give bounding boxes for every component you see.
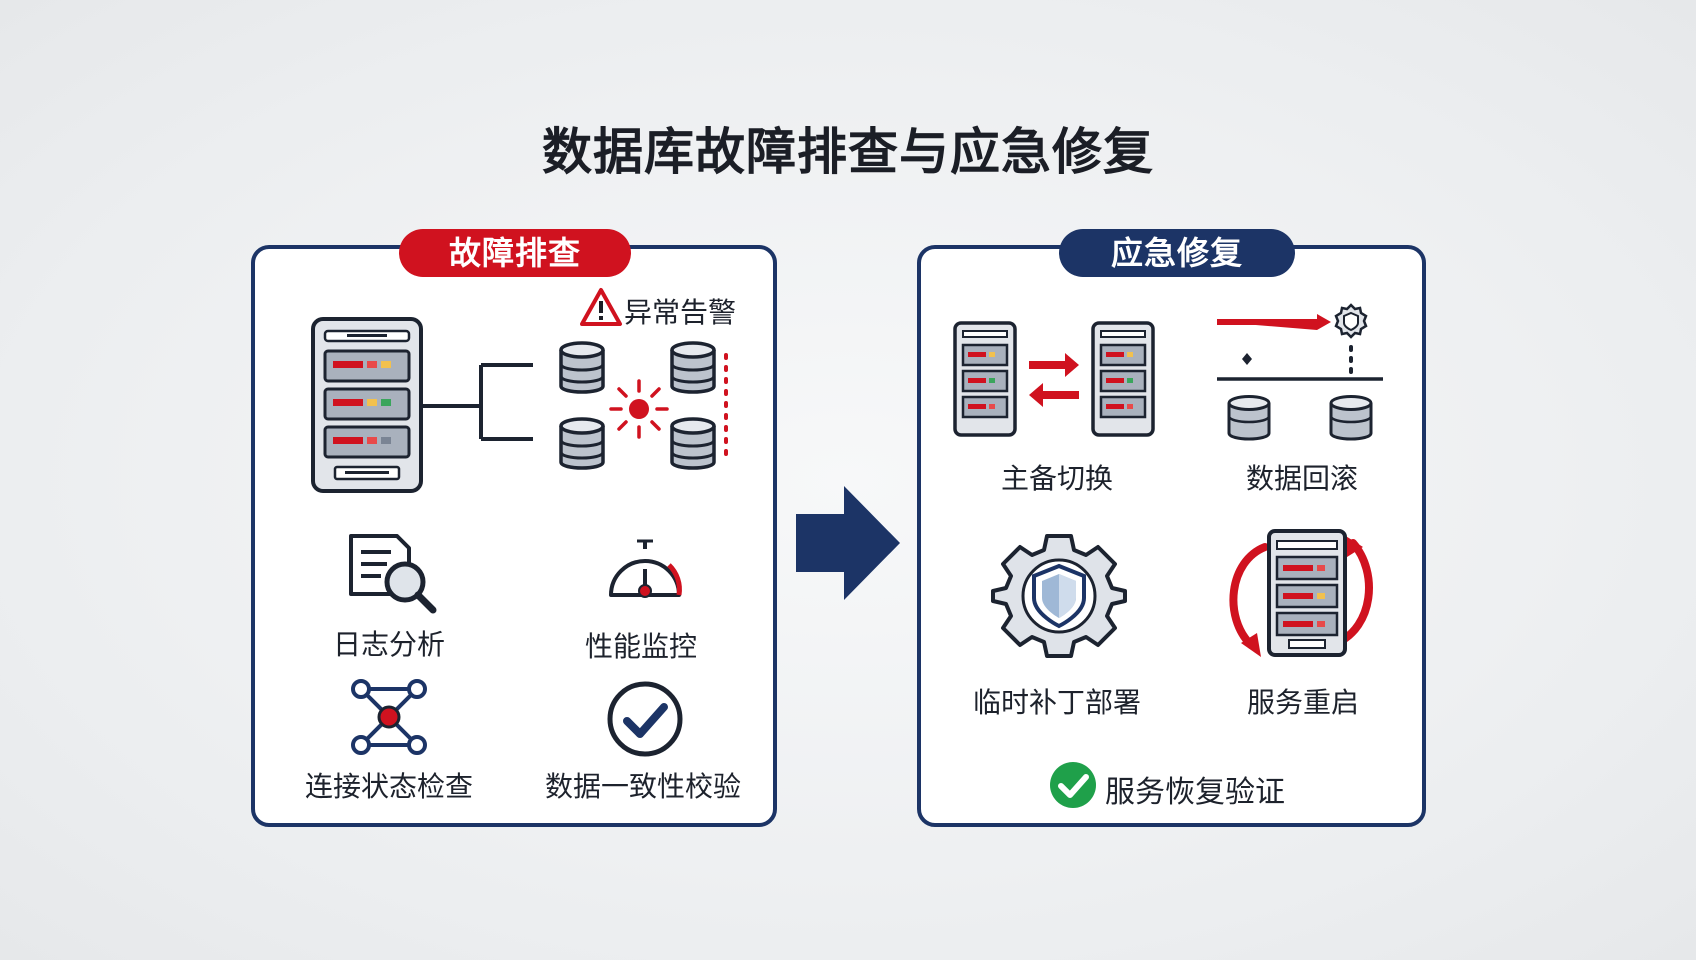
gear-shield-icon [991, 534, 1127, 658]
log-analysis-icon [349, 534, 437, 614]
emergency-repair-header: 应急修复 [1059, 229, 1295, 277]
alert-dotted-line [724, 353, 728, 465]
database-server-icon [311, 317, 423, 493]
performance-monitor-label: 性能监控 [585, 631, 698, 662]
troubleshooting-panel: 故障排查 异常告警 [251, 229, 777, 827]
service-restart-icon [1229, 529, 1373, 657]
database-icon [670, 417, 716, 470]
database-icon [670, 341, 716, 394]
checkmark-icon [607, 681, 683, 757]
rollback-timeline-icon [1217, 303, 1383, 441]
swap-arrows-icon [1029, 353, 1079, 407]
database-icon [559, 417, 605, 470]
fault-burst-icon [609, 379, 669, 439]
server-icon [1091, 321, 1155, 437]
alert-label: 异常告警 [624, 297, 737, 328]
server-icon [953, 321, 1017, 437]
emergency-repair-panel: 应急修复 主备切换 [917, 229, 1426, 827]
service-restart-label: 服务重启 [1247, 687, 1360, 718]
page-title: 数据库故障排查与应急修复 [542, 124, 1154, 180]
rollback-label: 数据回滚 [1246, 463, 1359, 494]
success-check-icon [1050, 762, 1096, 808]
connection-status-label: 连接状态检查 [305, 771, 474, 802]
data-consistency-label: 数据一致性校验 [545, 771, 742, 802]
hotfix-deploy-label: 临时补丁部署 [973, 687, 1142, 718]
connection-lines [423, 363, 533, 441]
flow-arrow-icon [796, 486, 900, 600]
service-recovery-verify-label: 服务恢复验证 [1105, 776, 1285, 809]
database-icon [559, 341, 605, 394]
troubleshooting-header: 故障排查 [399, 229, 631, 277]
warning-icon [580, 288, 622, 326]
failover-label: 主备切换 [1001, 463, 1114, 494]
log-analysis-label: 日志分析 [333, 629, 446, 660]
network-node-icon [351, 679, 427, 755]
performance-gauge-icon [609, 539, 682, 598]
